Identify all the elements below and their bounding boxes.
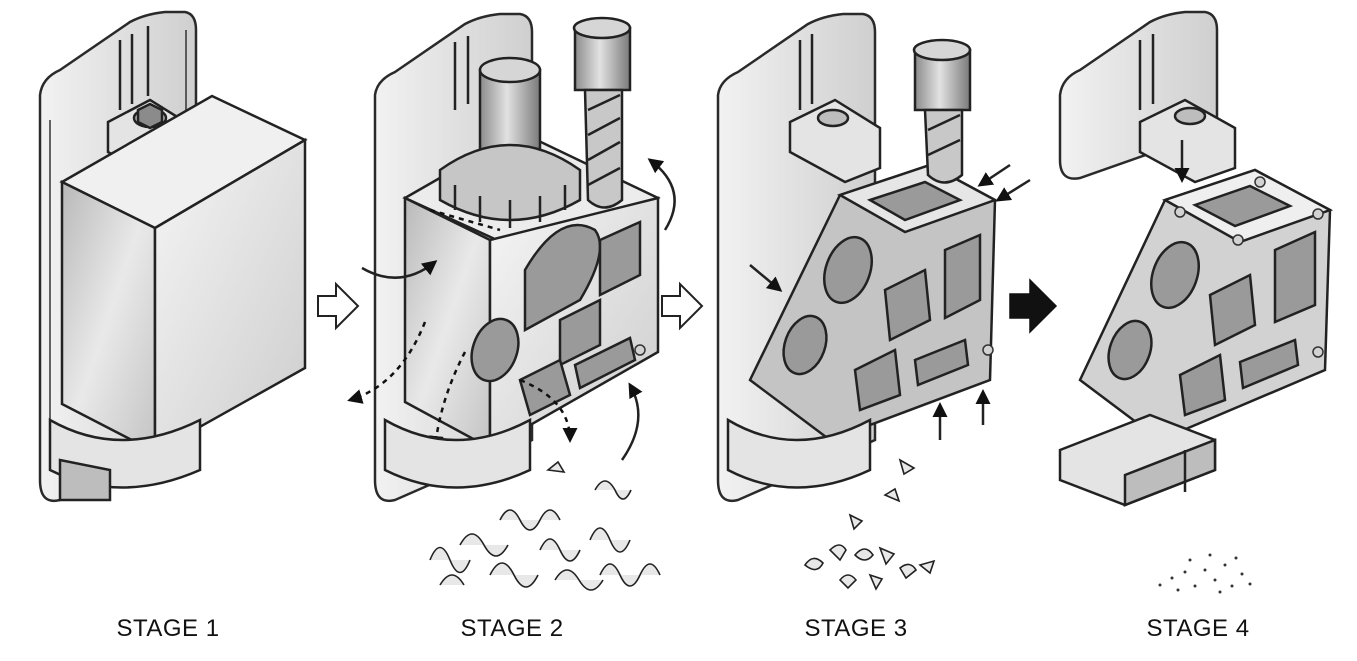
finished-bracket-part xyxy=(1078,168,1334,442)
stage-3-label: STAGE 3 xyxy=(804,615,908,642)
stage-3-illustration xyxy=(716,12,1031,591)
vise-base xyxy=(383,417,532,489)
end-mill-tool xyxy=(572,16,632,209)
stage-2-illustration xyxy=(347,12,676,591)
stage-1-illustration xyxy=(38,10,308,503)
stage-4-illustration xyxy=(1058,10,1334,594)
lower-fixture-removed xyxy=(1058,413,1217,507)
clamp xyxy=(788,98,882,184)
transition-arrow-1 xyxy=(317,281,360,331)
stage-1-label: STAGE 1 xyxy=(116,615,220,642)
transition-arrow-2 xyxy=(661,281,704,331)
vise-base xyxy=(48,417,202,502)
vise-base xyxy=(726,417,872,489)
metal-chips-small xyxy=(803,458,936,591)
bracket-part-rough xyxy=(748,163,999,442)
end-mill-tool xyxy=(912,38,972,184)
raw-stock-block xyxy=(59,94,308,455)
transition-arrow-3 xyxy=(1009,278,1058,334)
stage-4-label: STAGE 4 xyxy=(1146,615,1250,642)
finishing-arrows xyxy=(749,163,1031,440)
motion-arrows xyxy=(347,158,676,461)
clamp xyxy=(1138,98,1237,184)
stage-2-label: STAGE 2 xyxy=(460,615,564,642)
metal-chips-large xyxy=(429,460,661,591)
face-mill-cutter xyxy=(438,56,582,228)
fine-dust-particles xyxy=(1158,553,1252,594)
